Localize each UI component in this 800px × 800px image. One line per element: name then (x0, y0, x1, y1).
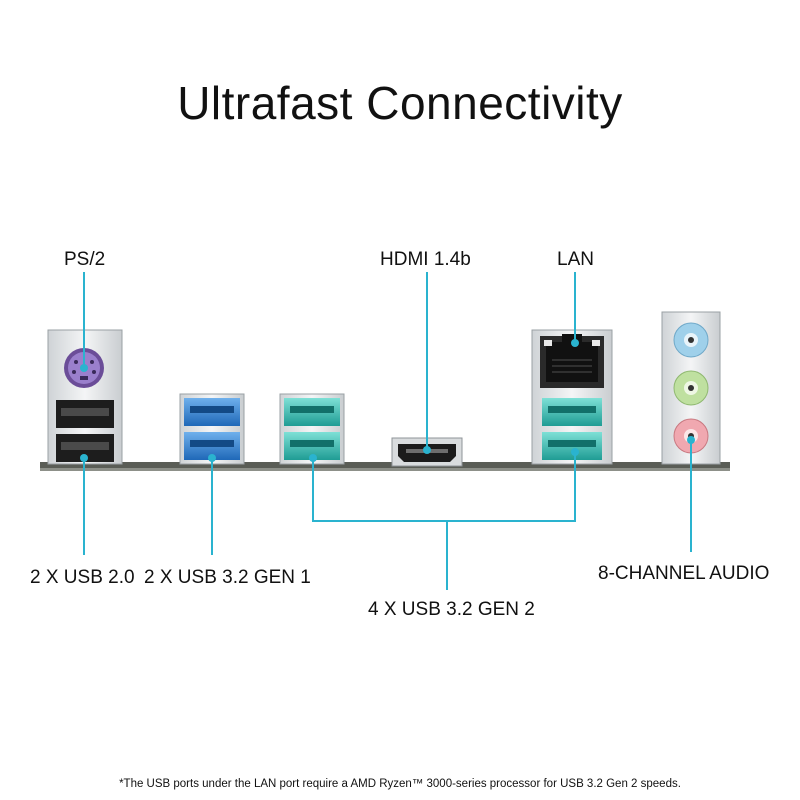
usb20-port-top (56, 400, 114, 428)
callout-lines (83, 272, 692, 590)
audio-jack-green (673, 370, 709, 406)
dot-lan (571, 339, 579, 347)
dot-ps2 (80, 364, 88, 372)
lan-usb-stack (531, 329, 613, 465)
usb32-gen2-port-top (284, 398, 340, 426)
callout-usb32gen2 (312, 452, 576, 522)
dot-usb32gen2-left (309, 454, 317, 462)
dot-hdmi (423, 446, 431, 454)
label-lan: LAN (557, 249, 594, 270)
label-audio: 8-CHANNEL AUDIO (598, 563, 770, 584)
page-title: Ultrafast Connectivity (177, 77, 623, 129)
audio-jack-blue (673, 322, 709, 358)
dot-audio (687, 436, 695, 444)
board-edge (40, 462, 730, 471)
label-ps2: PS/2 (64, 249, 106, 270)
dot-usb32gen1 (208, 454, 216, 462)
label-hdmi: HDMI 1.4b (380, 249, 471, 270)
usb32-gen1-port-top (184, 398, 240, 426)
usb32-gen2-port-bottom-right (542, 432, 602, 460)
dot-usb32gen2-right (571, 448, 579, 456)
label-usb32gen2: 4 X USB 3.2 GEN 2 (368, 599, 535, 620)
label-usb32gen1: 2 X USB 3.2 GEN 1 (144, 567, 311, 588)
usb32-gen2-stack-left (279, 393, 345, 465)
label-usb20: 2 X USB 2.0 (30, 567, 135, 588)
usb32-gen1-stack (179, 393, 245, 465)
footnote: *The USB ports under the LAN port requir… (119, 778, 681, 790)
callout-dots (80, 339, 695, 462)
usb32-gen2-port-top-right (542, 398, 602, 426)
dot-usb20 (80, 454, 88, 462)
audio-jack-stack (661, 311, 721, 465)
